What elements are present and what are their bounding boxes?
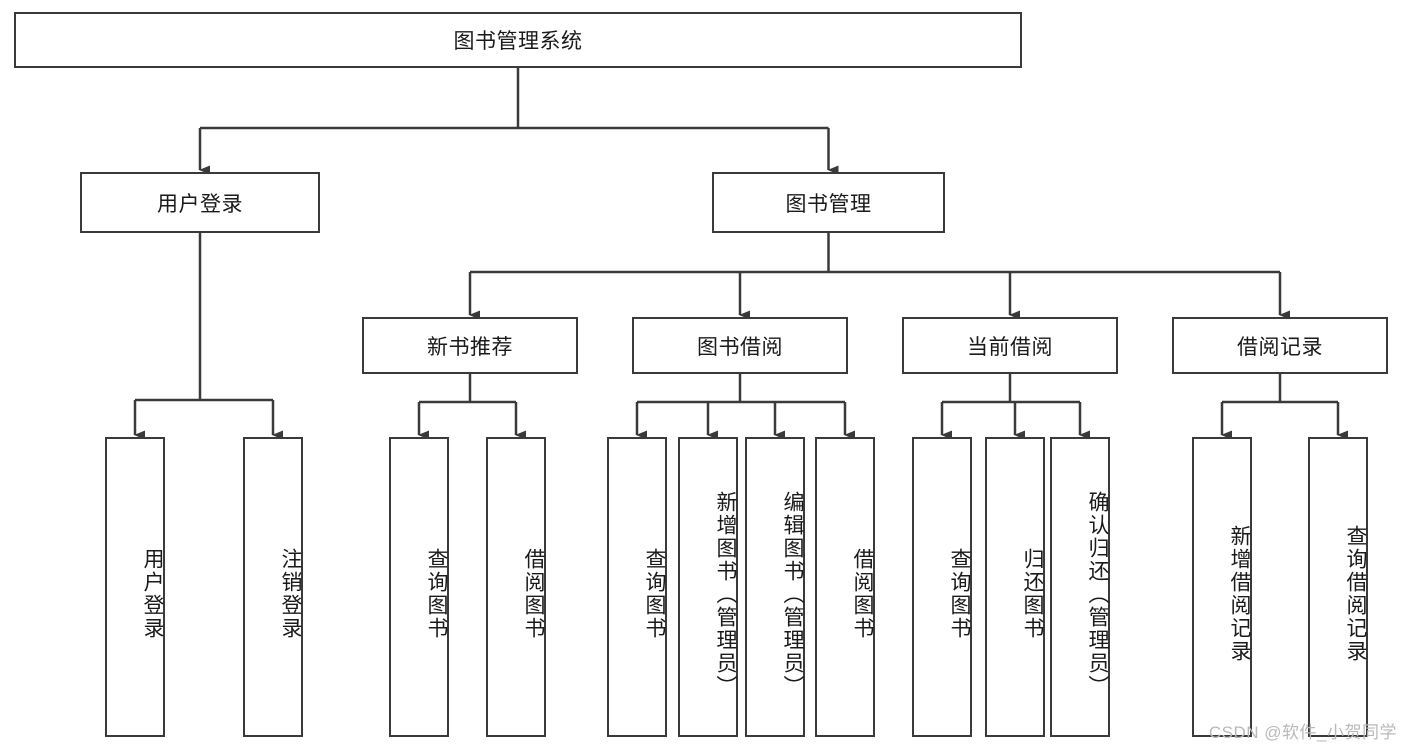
node-label: 新增图书（管理员） xyxy=(714,490,737,698)
node-label: 查询图书 xyxy=(948,548,971,640)
node-label: 归还图书 xyxy=(1021,548,1044,640)
node-bookmgmt: 图书管理 xyxy=(712,172,945,233)
node-leaf9: 查询图书 xyxy=(912,437,972,737)
node-leaf3: 查询图书 xyxy=(389,437,449,737)
node-leaf5: 查询图书 xyxy=(607,437,667,737)
node-leaf4: 借阅图书 xyxy=(486,437,546,737)
node-label: 借阅图书 xyxy=(522,548,545,640)
node-leaf13: 查询借阅记录 xyxy=(1308,437,1368,737)
node-label: 图书管理 xyxy=(785,192,872,216)
node-records: 借阅记录 xyxy=(1172,317,1388,374)
node-label: 新增借阅记录 xyxy=(1228,525,1251,663)
node-leaf11: 确认归还（管理员） xyxy=(1050,437,1110,737)
node-label: 当前借阅 xyxy=(967,335,1053,359)
node-label: 用户登录 xyxy=(157,192,243,216)
node-leaf2: 注销登录 xyxy=(243,437,303,737)
node-label: 查询借阅记录 xyxy=(1344,525,1367,663)
node-label: 编辑图书（管理员） xyxy=(781,490,804,698)
node-root: 图书管理系统 xyxy=(14,12,1022,68)
node-label: 查询图书 xyxy=(425,548,448,640)
node-leaf8: 借阅图书 xyxy=(815,437,875,737)
node-label: 图书管理系统 xyxy=(453,30,583,53)
node-borrow: 图书借阅 xyxy=(632,317,848,374)
node-leaf12: 新增借阅记录 xyxy=(1192,437,1252,737)
node-leaf6: 新增图书（管理员） xyxy=(678,437,738,737)
node-label: 图书借阅 xyxy=(697,335,783,359)
node-label: 确认归还（管理员） xyxy=(1086,490,1109,698)
node-label: 用户登录 xyxy=(141,548,164,640)
node-label: 注销登录 xyxy=(279,548,302,640)
node-label: 查询图书 xyxy=(643,548,666,640)
node-current: 当前借阅 xyxy=(902,317,1118,374)
node-leaf1: 用户登录 xyxy=(105,437,165,737)
node-label: 借阅图书 xyxy=(851,548,874,640)
node-label: 借阅记录 xyxy=(1237,335,1323,359)
node-login: 用户登录 xyxy=(80,172,320,233)
node-leaf10: 归还图书 xyxy=(985,437,1045,737)
node-leaf7: 编辑图书（管理员） xyxy=(745,437,805,737)
node-label: 新书推荐 xyxy=(427,335,513,359)
node-newbook: 新书推荐 xyxy=(362,317,578,374)
